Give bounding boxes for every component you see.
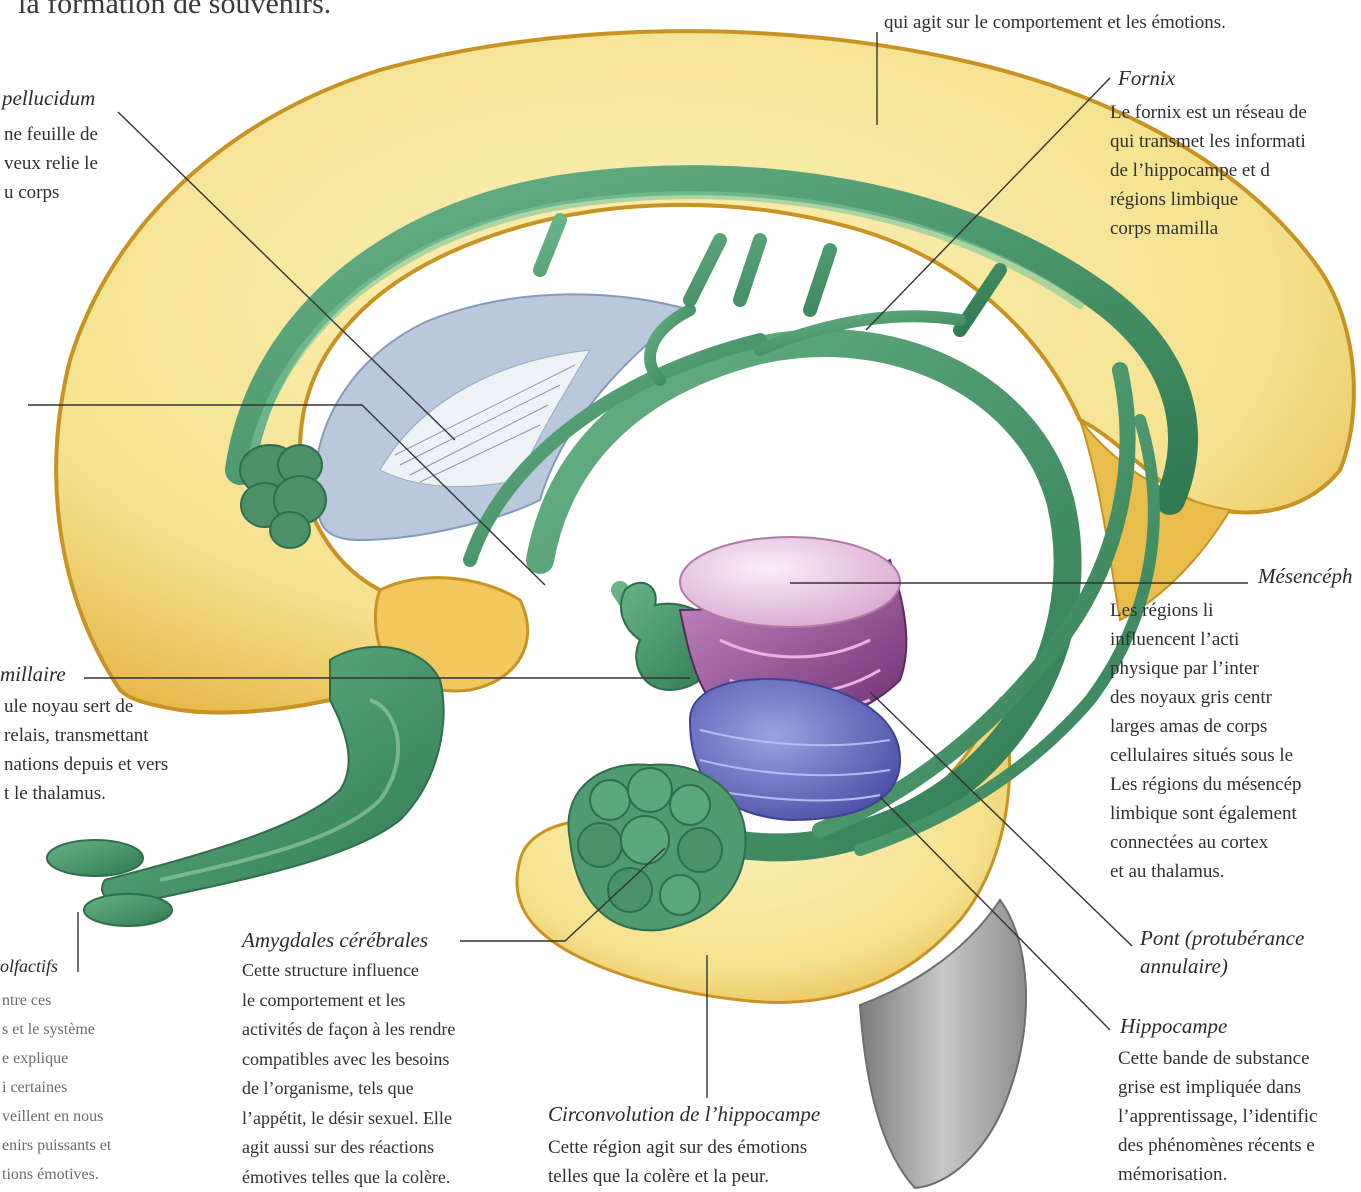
label-circonvolution-title: Circonvolution de l’hippocampe xyxy=(548,1102,820,1127)
top-right-caption: qui agit sur le comportement et les émot… xyxy=(884,8,1226,37)
label-fornix-body: Le fornix est un réseau de qui transmet … xyxy=(1110,98,1361,243)
label-mamillaire-title: millaire xyxy=(0,662,66,687)
label-septum-title: pellucidum xyxy=(2,86,95,111)
label-olfactifs-body: ntre ces s et le système e explique i ce… xyxy=(2,986,111,1189)
top-left-caption: la formation de souvenirs. xyxy=(18,0,331,22)
midbrain-top xyxy=(680,537,900,627)
label-hippocampe-title: Hippocampe xyxy=(1120,1014,1227,1039)
label-hippocampe-body: Cette bande de substance grise est impli… xyxy=(1118,1044,1361,1189)
label-amygdales-body: Cette structure influence le comportemen… xyxy=(242,956,455,1192)
label-fornix-title: Fornix xyxy=(1118,66,1175,91)
label-olfactifs-title: olfactifs xyxy=(0,956,58,977)
label-septum-body: ne feuille de veux relie le u corps xyxy=(4,120,98,207)
label-mesencephale-body: Les régions li influencent l’acti physiq… xyxy=(1110,596,1361,886)
label-amygdales-title: Amygdales cérébrales xyxy=(242,928,428,953)
label-mesencephale-title: Mésencéph xyxy=(1258,564,1352,589)
label-pont-title: Pont (protubérance annulaire) xyxy=(1140,924,1304,980)
label-mamillaire-body: ule noyau sert de relais, transmettant n… xyxy=(4,692,168,808)
label-circonvolution-body: Cette région agit sur des émotions telle… xyxy=(548,1133,807,1191)
